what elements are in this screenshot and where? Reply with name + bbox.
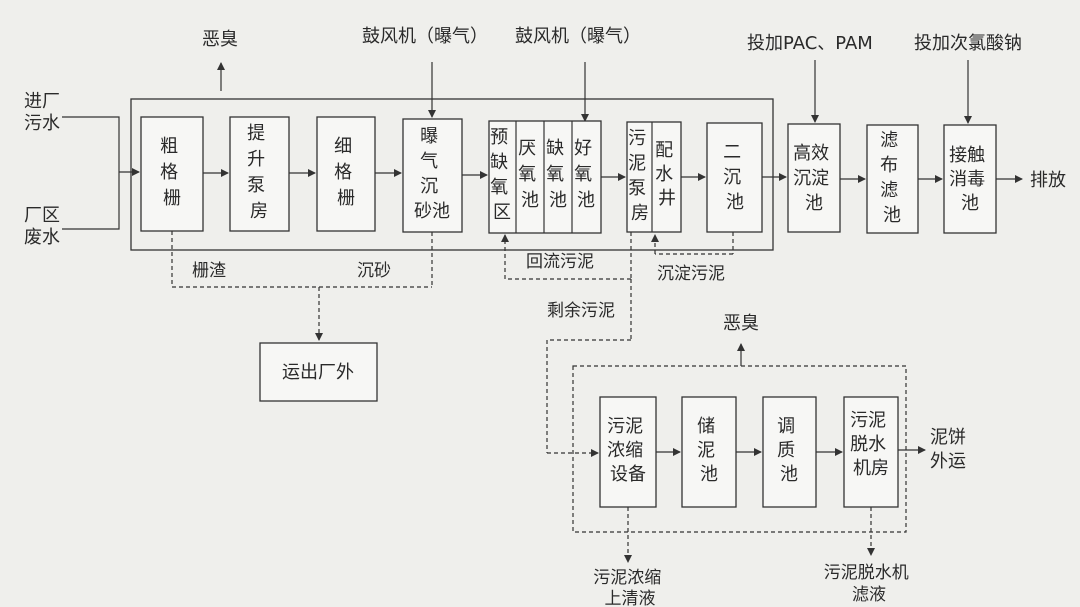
grit-label: 沉砂 (357, 261, 391, 281)
return-sludge-label: 回流污泥 (526, 252, 594, 272)
excess-sludge-line (546, 279, 632, 457)
pac-pam-label: 投加PAC、PAM (747, 33, 873, 54)
blower-label-2: 鼓风机（曝气） (515, 26, 641, 47)
conditioning-tank-box: 调 质 池 (762, 396, 817, 508)
secondary-clarifier-box: 二 沉 池 (706, 122, 763, 233)
anoxic-tank-label: 缺 氧 池 (546, 138, 570, 211)
supernatant-label: 污泥浓缩 上清液 (593, 568, 666, 607)
odor-label-top: 恶臭 (202, 29, 238, 50)
coarse-screen-box: 粗 格 栅 (140, 116, 204, 232)
fine-screen-box: 细 格 栅 (316, 116, 376, 232)
input-lines (62, 116, 140, 230)
distribution-well-label: 配 水 井 (655, 140, 679, 209)
sludge-cake-label: 泥饼 外运 (930, 427, 972, 472)
svg-text:污泥 脱水 机房: 污泥 脱水 机房 (850, 410, 892, 479)
odor-label-sludge: 恶臭 (723, 313, 759, 334)
dewatering-room-box: 污泥 脱水 机房 (843, 396, 899, 508)
preanoxic-zone-label: 预 缺 氧 区 (490, 127, 514, 223)
pump-house-well-group: 污 泥 泵 房 配 水 井 (626, 121, 682, 233)
aerated-grit-chamber-box: 曝 气 沉 砂池 (402, 118, 463, 233)
aerobic-tank-label: 好 氧 池 (574, 138, 598, 211)
screenings-grit-lines (171, 231, 433, 341)
filtrate-label: 污泥脱水机 滤液 (824, 563, 914, 605)
svg-text:运出厂外: 运出厂外 (282, 362, 354, 383)
svg-text:粗 格 栅: 粗 格 栅 (160, 136, 184, 209)
anaerobic-tank-label: 厌 氧 池 (518, 138, 542, 211)
hypochlorite-label: 投加次氯酸钠 (914, 33, 1022, 54)
thickener-box: 污泥 浓缩 设备 (599, 396, 657, 508)
settled-sludge-label: 沉淀污泥 (657, 264, 725, 284)
influent-label: 进厂 污水 (24, 91, 66, 134)
high-efficiency-clarifier-box: 高效 沉淀 池 (787, 123, 841, 233)
svg-text:储 泥 池: 储 泥 池 (697, 416, 721, 485)
svg-text:调 质 池: 调 质 池 (777, 416, 801, 485)
haul-out-box: 运出厂外 (259, 342, 378, 402)
svg-text:污泥 浓缩 设备: 污泥 浓缩 设备 (607, 416, 649, 485)
svg-text:滤 布 滤 池: 滤 布 滤 池 (880, 130, 904, 226)
sludge-storage-box: 储 泥 池 (681, 396, 737, 508)
main-process-frame (130, 98, 774, 251)
blower-label-1: 鼓风机（曝气） (362, 26, 488, 47)
sludge-pump-house-label: 污 泥 泵 房 (628, 128, 652, 224)
screenings-label: 栅渣 (192, 261, 226, 281)
svg-text:曝 气 沉 砂池: 曝 气 沉 砂池 (414, 126, 450, 222)
svg-text:细 格 栅: 细 格 栅 (334, 136, 358, 209)
plant-wastewater-label: 厂区 废水 (24, 205, 66, 248)
sludge-treatment-frame (572, 365, 907, 533)
svg-text:高效 沉淀 池: 高效 沉淀 池 (793, 143, 835, 214)
svg-text:接触 消毒 池: 接触 消毒 池 (949, 145, 991, 214)
return-sludge-line (501, 232, 632, 280)
lift-pump-box: 提 升 泵 房 (229, 116, 290, 232)
settled-sludge-line (651, 232, 734, 255)
discharge-label: 排放 (1030, 170, 1066, 191)
excess-sludge-label: 剩余污泥 (547, 301, 615, 321)
svg-text:提 升 泵 房: 提 升 泵 房 (247, 123, 271, 222)
cloth-filter-box: 滤 布 滤 池 (866, 124, 919, 234)
svg-text:二 沉 池: 二 沉 池 (723, 142, 747, 213)
contact-disinfection-box: 接触 消毒 池 (943, 124, 997, 234)
biological-tank-group: 预 缺 氧 区 厌 氧 池 缺 氧 池 好 氧 池 (488, 120, 602, 234)
